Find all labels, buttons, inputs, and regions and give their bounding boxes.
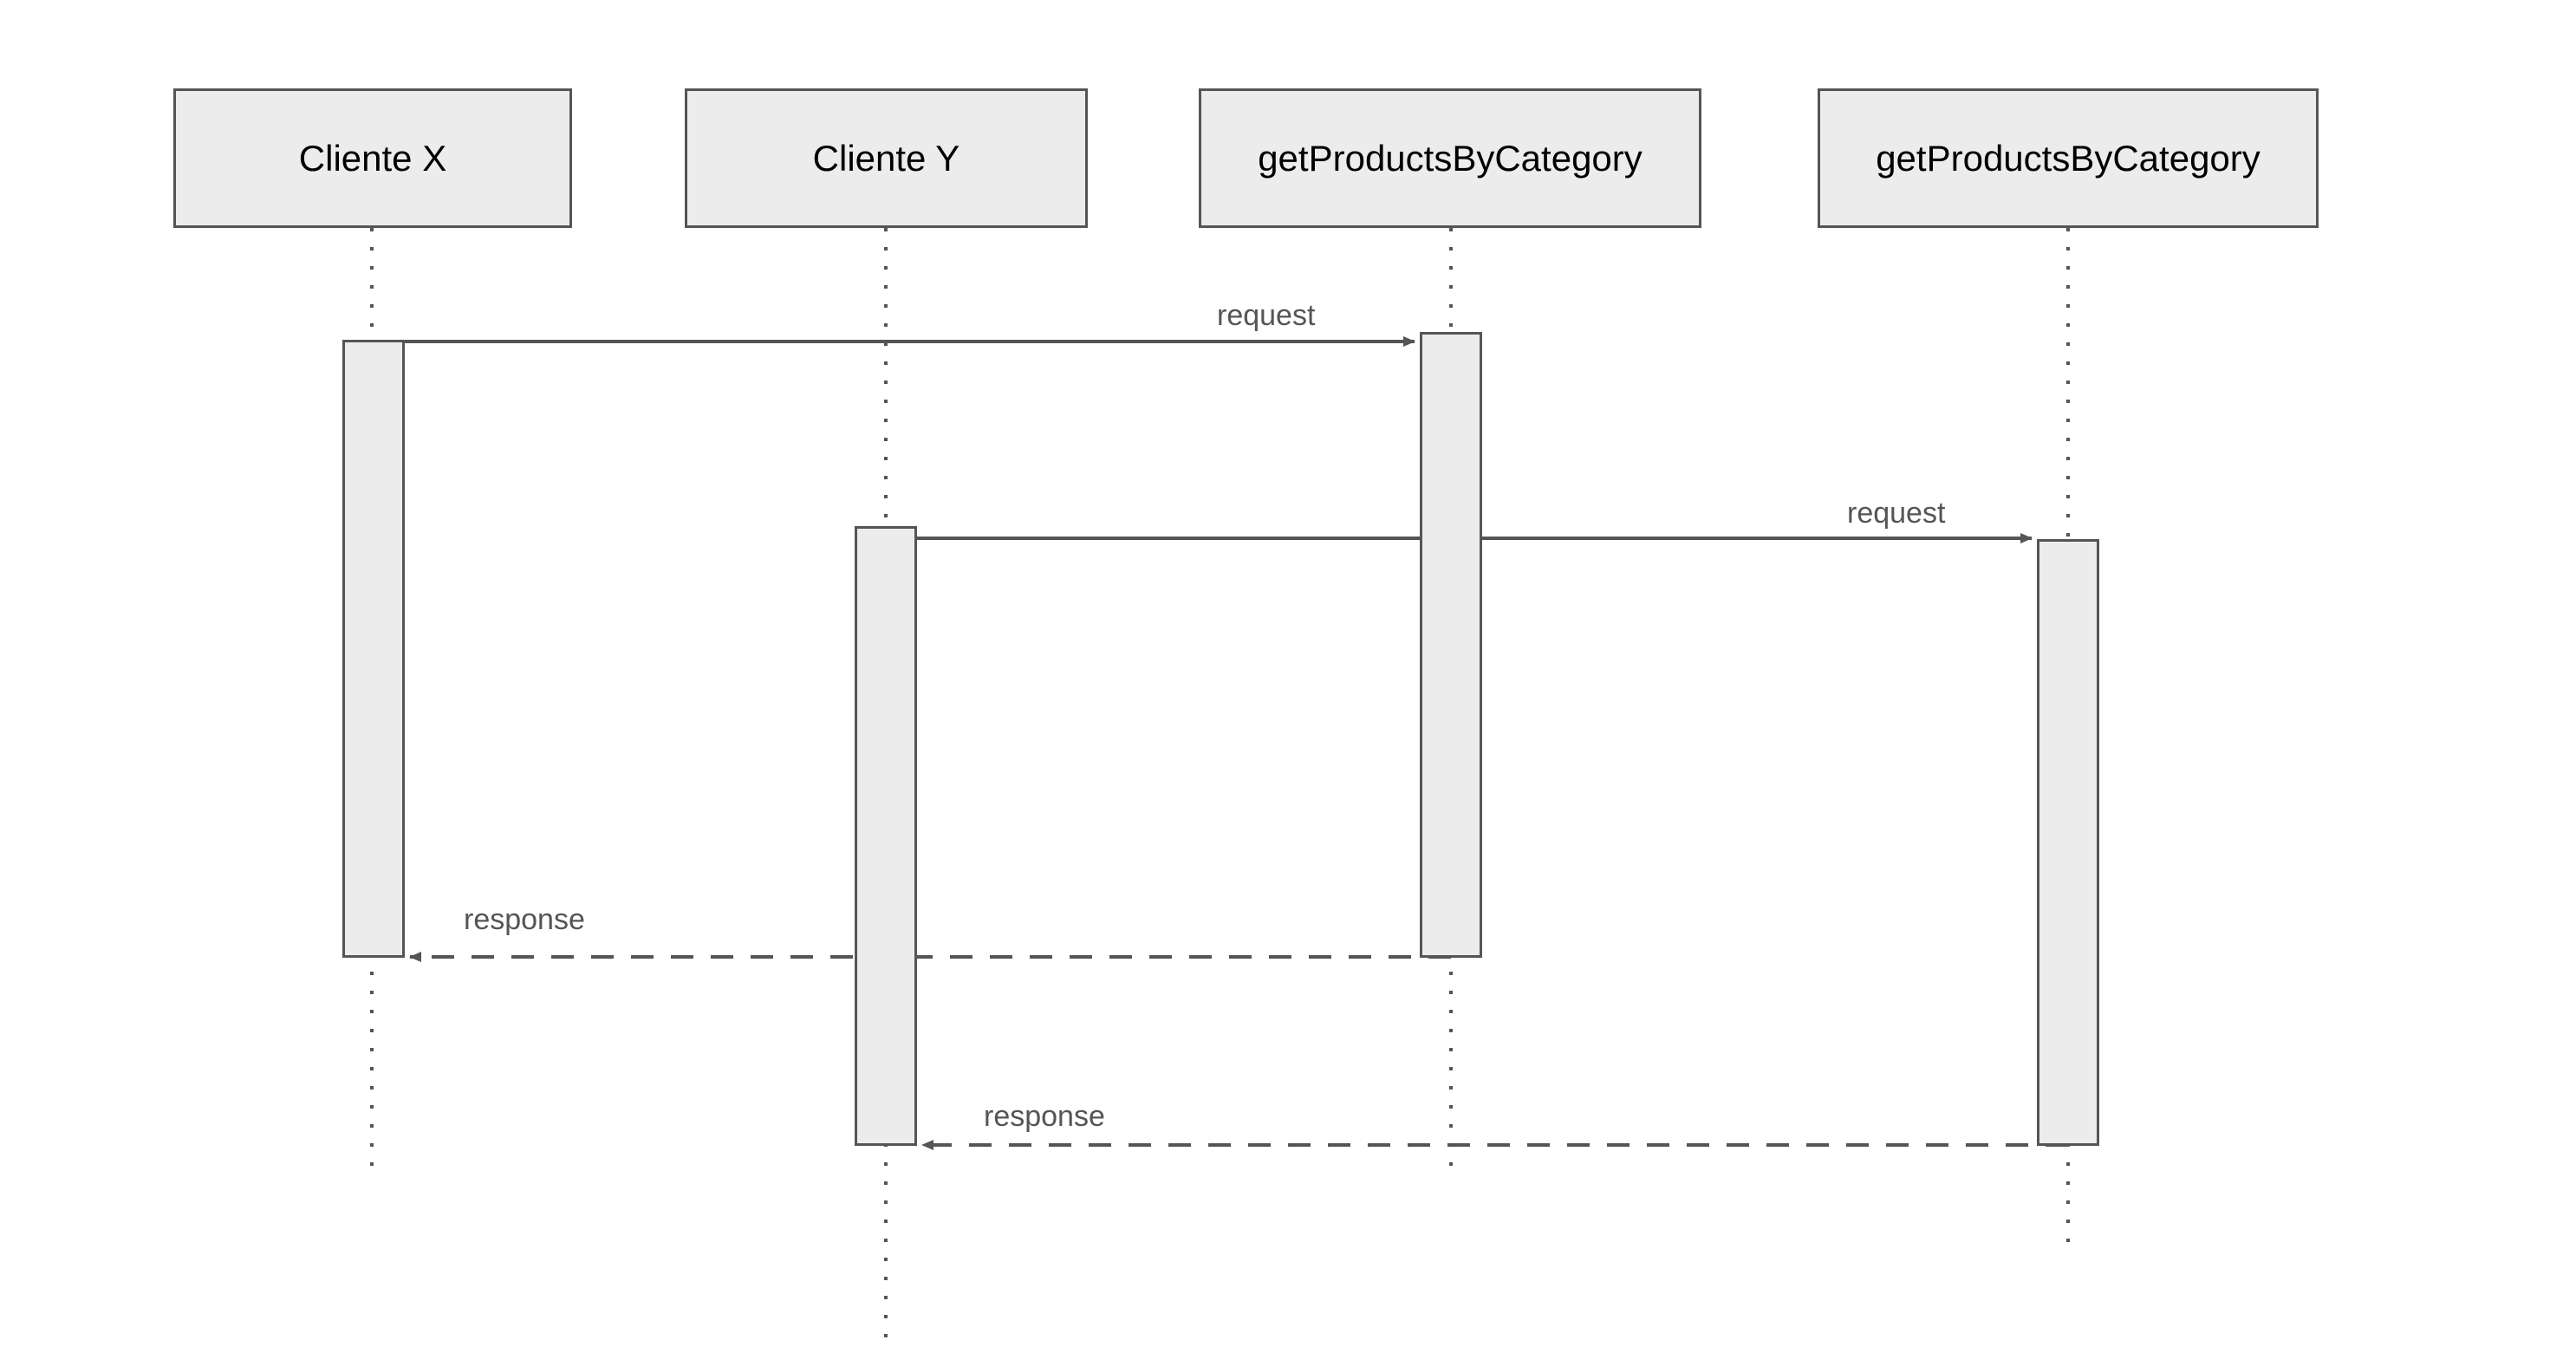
participant-box-get-products-by-category-1[interactable]: getProductsByCategory bbox=[1199, 88, 1701, 228]
activation-bar-get-products-by-category-2[interactable] bbox=[2037, 539, 2099, 1146]
participant-box-cliente-y[interactable]: Cliente Y bbox=[685, 88, 1088, 228]
participant-label-get-products-by-category-1: getProductsByCategory bbox=[1258, 137, 1643, 179]
message-label-request-2: request bbox=[1847, 497, 1946, 530]
message-label-request-1: request bbox=[1217, 299, 1316, 332]
messages-group bbox=[372, 336, 2068, 1150]
message-label-response-1: response bbox=[464, 903, 585, 936]
activation-bar-cliente-y[interactable] bbox=[855, 526, 917, 1146]
participant-box-cliente-x[interactable]: Cliente X bbox=[173, 88, 572, 228]
participant-label-cliente-y: Cliente Y bbox=[812, 137, 960, 179]
activation-bar-cliente-x[interactable] bbox=[342, 340, 405, 958]
message-label-response-2: response bbox=[984, 1100, 1105, 1133]
participant-label-cliente-x: Cliente X bbox=[298, 137, 447, 179]
participant-label-get-products-by-category-2: getProductsByCategory bbox=[1876, 137, 2261, 179]
lifelines-group bbox=[370, 228, 2070, 1348]
activation-bar-get-products-by-category-1[interactable] bbox=[1420, 332, 1482, 958]
participant-box-get-products-by-category-2[interactable]: getProductsByCategory bbox=[1818, 88, 2319, 228]
